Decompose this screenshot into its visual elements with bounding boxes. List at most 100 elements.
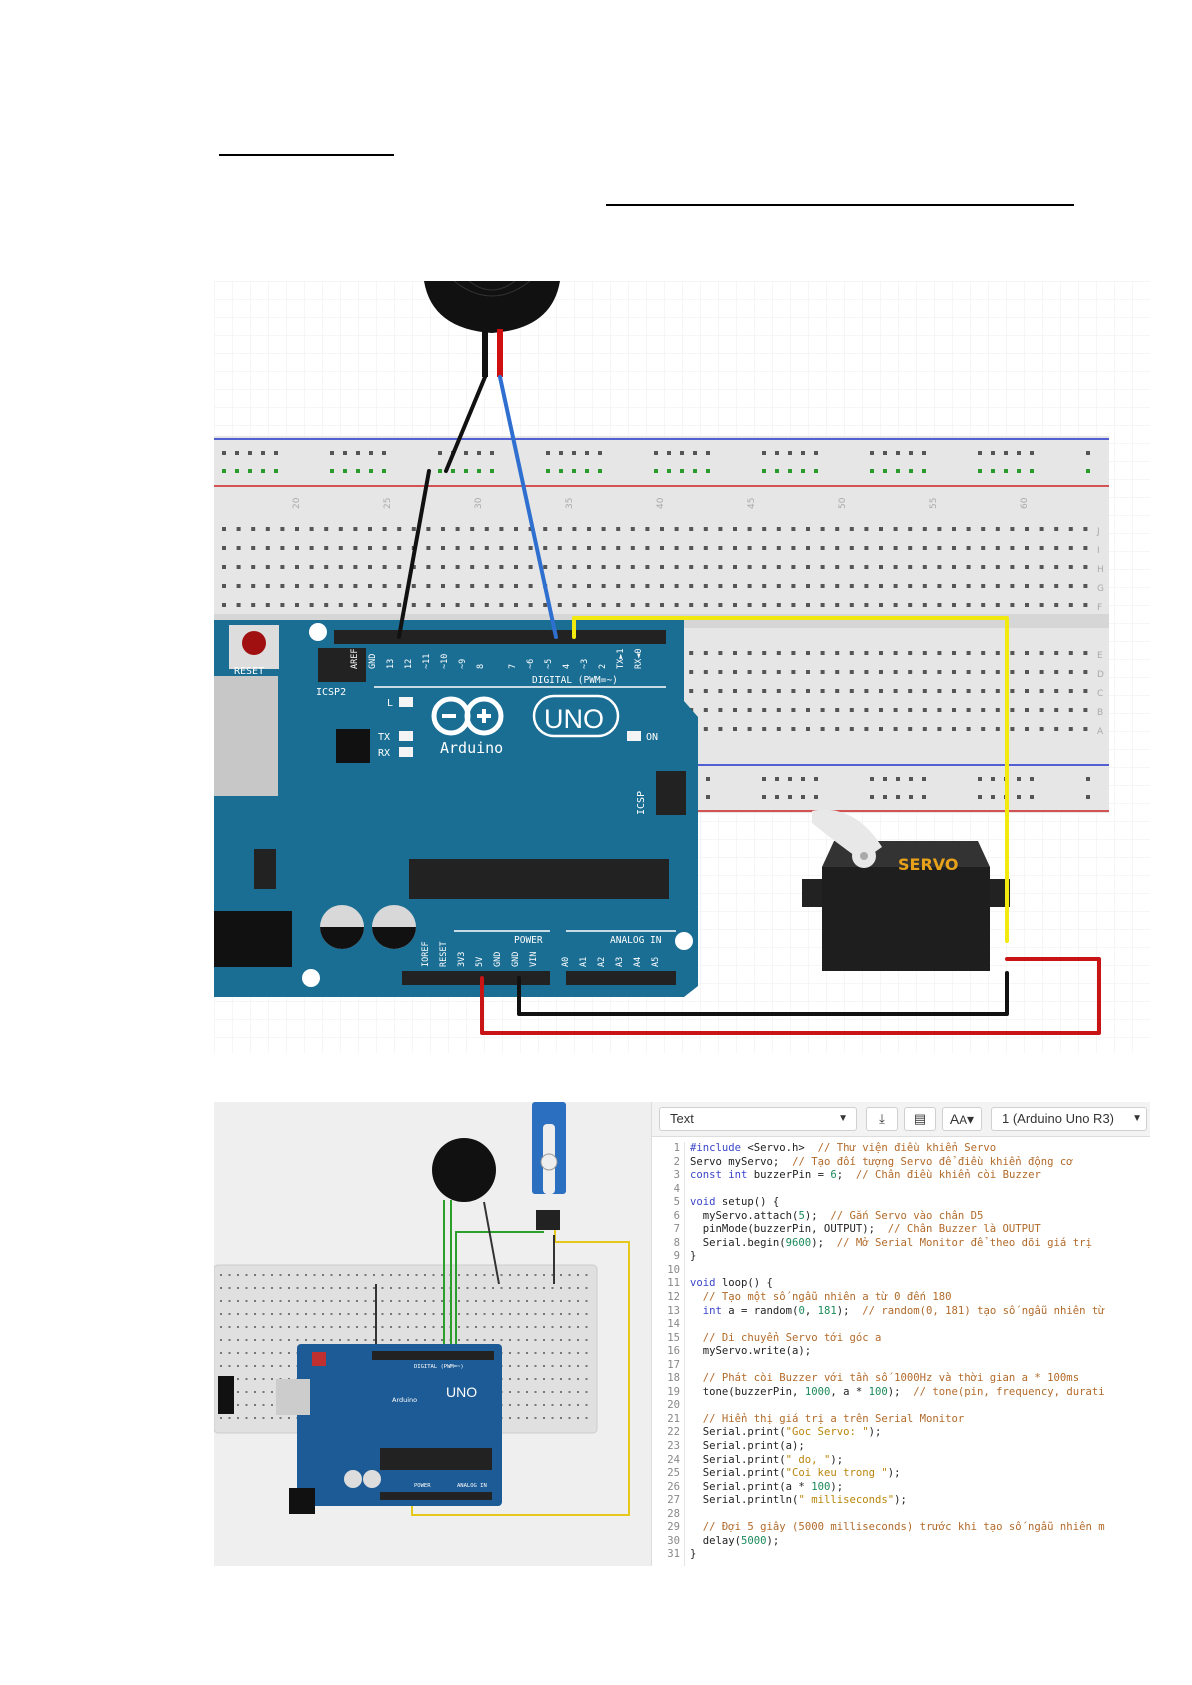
code-line: 18 // Phát còi Buzzer với tần số 1000Hz … bbox=[652, 1372, 1150, 1386]
upload-button[interactable]: ▤ bbox=[904, 1107, 936, 1131]
code-text: Serial.println(" milliseconds"); bbox=[690, 1494, 907, 1507]
column-number: 30 bbox=[474, 497, 484, 509]
pin-label: IOREF bbox=[421, 941, 431, 967]
code-text: Serial.begin(9600); // Mở Serial Monitor… bbox=[690, 1236, 1092, 1249]
pin-label: ~10 bbox=[440, 654, 450, 669]
pin-label: A1 bbox=[579, 957, 589, 967]
column-number: 50 bbox=[838, 497, 848, 509]
line-number: 31 bbox=[667, 1548, 680, 1561]
code-text: Serial.print("Goc Servo: "); bbox=[690, 1426, 882, 1439]
row-letter: H bbox=[1097, 565, 1104, 575]
code-text: const int buzzerPin = 6; // Chân điều kh… bbox=[690, 1169, 1041, 1182]
analog-in-label: ANALOG IN bbox=[610, 935, 662, 946]
pin-label: 3V3 bbox=[457, 952, 467, 967]
board-dropdown[interactable]: 1 (Arduino Uno R3) ▼ bbox=[991, 1107, 1147, 1131]
line-number: 7 bbox=[673, 1223, 680, 1236]
code-text: Serial.print(a); bbox=[690, 1440, 805, 1453]
column-number: 55 bbox=[929, 498, 939, 509]
line-number: 20 bbox=[667, 1399, 680, 1412]
line-number: 15 bbox=[667, 1331, 680, 1344]
rx-led-label: RX bbox=[378, 748, 390, 759]
pin-label: TX►1 bbox=[616, 649, 626, 669]
pin-label: A2 bbox=[597, 957, 607, 967]
sim-buzzer bbox=[432, 1138, 496, 1202]
row-letter: J bbox=[1096, 527, 1100, 537]
buzzer bbox=[424, 281, 560, 377]
line-number: 26 bbox=[667, 1480, 680, 1493]
pin-label: ~3 bbox=[580, 659, 590, 669]
code-text: // Tạo một số ngẫu nhiên a từ 0 đến 180 bbox=[702, 1291, 952, 1304]
code-text: myServo.write(a); bbox=[690, 1345, 812, 1358]
code-line: 19 tone(buzzerPin, 1000, a * 100); // to… bbox=[652, 1386, 1150, 1400]
code-text: Serial.print(" do, "); bbox=[690, 1453, 844, 1466]
code-line: 12 // Tạo một số ngẫu nhiên a từ 0 đến 1… bbox=[652, 1291, 1150, 1305]
wires bbox=[397, 375, 1101, 1035]
pin-label: ~6 bbox=[526, 659, 536, 669]
line-number: 2 bbox=[673, 1155, 680, 1168]
pin-label: 2 bbox=[598, 664, 608, 669]
row-letter: B bbox=[1097, 708, 1103, 718]
simulator-screenshot: UNO Arduino DIGITAL (PWM=~) POWER ANALOG… bbox=[214, 1102, 1150, 1566]
code-line: 13 int a = random(0, 181); // random(0, … bbox=[652, 1305, 1150, 1319]
code-line: 15 // Di chuyển Servo tới góc a bbox=[652, 1332, 1150, 1346]
line-number: 1 bbox=[673, 1142, 680, 1154]
pin-label: 7 bbox=[508, 664, 518, 669]
pin-label: GND bbox=[511, 952, 521, 967]
code-text: int a = random(0, 181); // random(0, 181… bbox=[702, 1304, 1105, 1317]
code-text: void setup() { bbox=[690, 1196, 780, 1209]
code-text: // Di chuyển Servo tới góc a bbox=[702, 1331, 882, 1344]
line-number: 9 bbox=[673, 1250, 680, 1263]
sim-analog-label: ANALOG IN bbox=[457, 1483, 487, 1489]
code-text: myServo.attach(5); // Gắn Servo vào chân… bbox=[690, 1209, 984, 1222]
row-letter: I bbox=[1097, 546, 1100, 556]
line-number: 16 bbox=[667, 1345, 680, 1358]
pin-label: 5V bbox=[475, 957, 485, 967]
row-letter: D bbox=[1097, 670, 1104, 680]
printer-icon: ▤ bbox=[913, 1111, 927, 1126]
code-line: 26 Serial.print(a * 100); bbox=[652, 1481, 1150, 1495]
line-number: 27 bbox=[667, 1494, 680, 1507]
pin-label: VIN bbox=[529, 952, 539, 967]
pin-label: AREF bbox=[350, 649, 360, 669]
line-number: 5 bbox=[673, 1196, 680, 1209]
row-letter: A bbox=[1097, 727, 1104, 737]
line-number: 25 bbox=[667, 1467, 680, 1480]
reset-label: RESET bbox=[234, 666, 264, 677]
pin-label: RX◄0 bbox=[634, 649, 644, 669]
code-line: 22 Serial.print("Goc Servo: "); bbox=[652, 1426, 1150, 1440]
title-underline bbox=[219, 154, 394, 156]
code-text: } bbox=[690, 1250, 697, 1263]
code-text: tone(buzzerPin, 1000, a * 100); // tone(… bbox=[690, 1385, 1105, 1398]
line-number: 23 bbox=[667, 1440, 680, 1453]
code-text: #include <Servo.h> // Thư viện điều khiể… bbox=[690, 1142, 997, 1154]
code-mode-dropdown[interactable]: Text ▼ bbox=[659, 1107, 857, 1131]
code-line: 24 Serial.print(" do, "); bbox=[652, 1454, 1150, 1468]
code-mode-label: Text bbox=[670, 1111, 694, 1126]
code-line: 28 bbox=[652, 1508, 1150, 1522]
line-number: 13 bbox=[667, 1304, 680, 1317]
line-number: 10 bbox=[667, 1263, 680, 1276]
pin-label: A5 bbox=[651, 957, 661, 967]
code-line: 30 delay(5000); bbox=[652, 1535, 1150, 1549]
code-line: 17 bbox=[652, 1359, 1150, 1373]
code-text: } bbox=[690, 1548, 697, 1561]
code-line: 31} bbox=[652, 1548, 1150, 1562]
column-number: 20 bbox=[292, 497, 302, 509]
pin-label: GND bbox=[368, 654, 378, 669]
font-size-icon: AA▾ bbox=[949, 1111, 975, 1127]
code-text: Serial.print("Coi keu trong "); bbox=[690, 1467, 901, 1480]
download-button[interactable]: ⤓ bbox=[866, 1107, 898, 1131]
code-text: // Phát còi Buzzer với tần số 1000Hz và … bbox=[702, 1372, 1080, 1385]
column-number: 60 bbox=[1020, 497, 1030, 509]
line-number: 14 bbox=[667, 1318, 680, 1331]
line-number: 3 bbox=[673, 1169, 680, 1182]
line-number: 18 bbox=[667, 1372, 680, 1385]
line-number: 19 bbox=[667, 1385, 680, 1398]
code-line: 23 Serial.print(a); bbox=[652, 1440, 1150, 1454]
uno-label: UNO bbox=[544, 704, 604, 734]
code-area[interactable]: 1 #include <Servo.h> // Thư viện điều khi… bbox=[652, 1142, 1150, 1566]
font-size-button[interactable]: AA▾ bbox=[942, 1107, 982, 1131]
code-text: Serial.print(a * 100); bbox=[690, 1480, 844, 1493]
